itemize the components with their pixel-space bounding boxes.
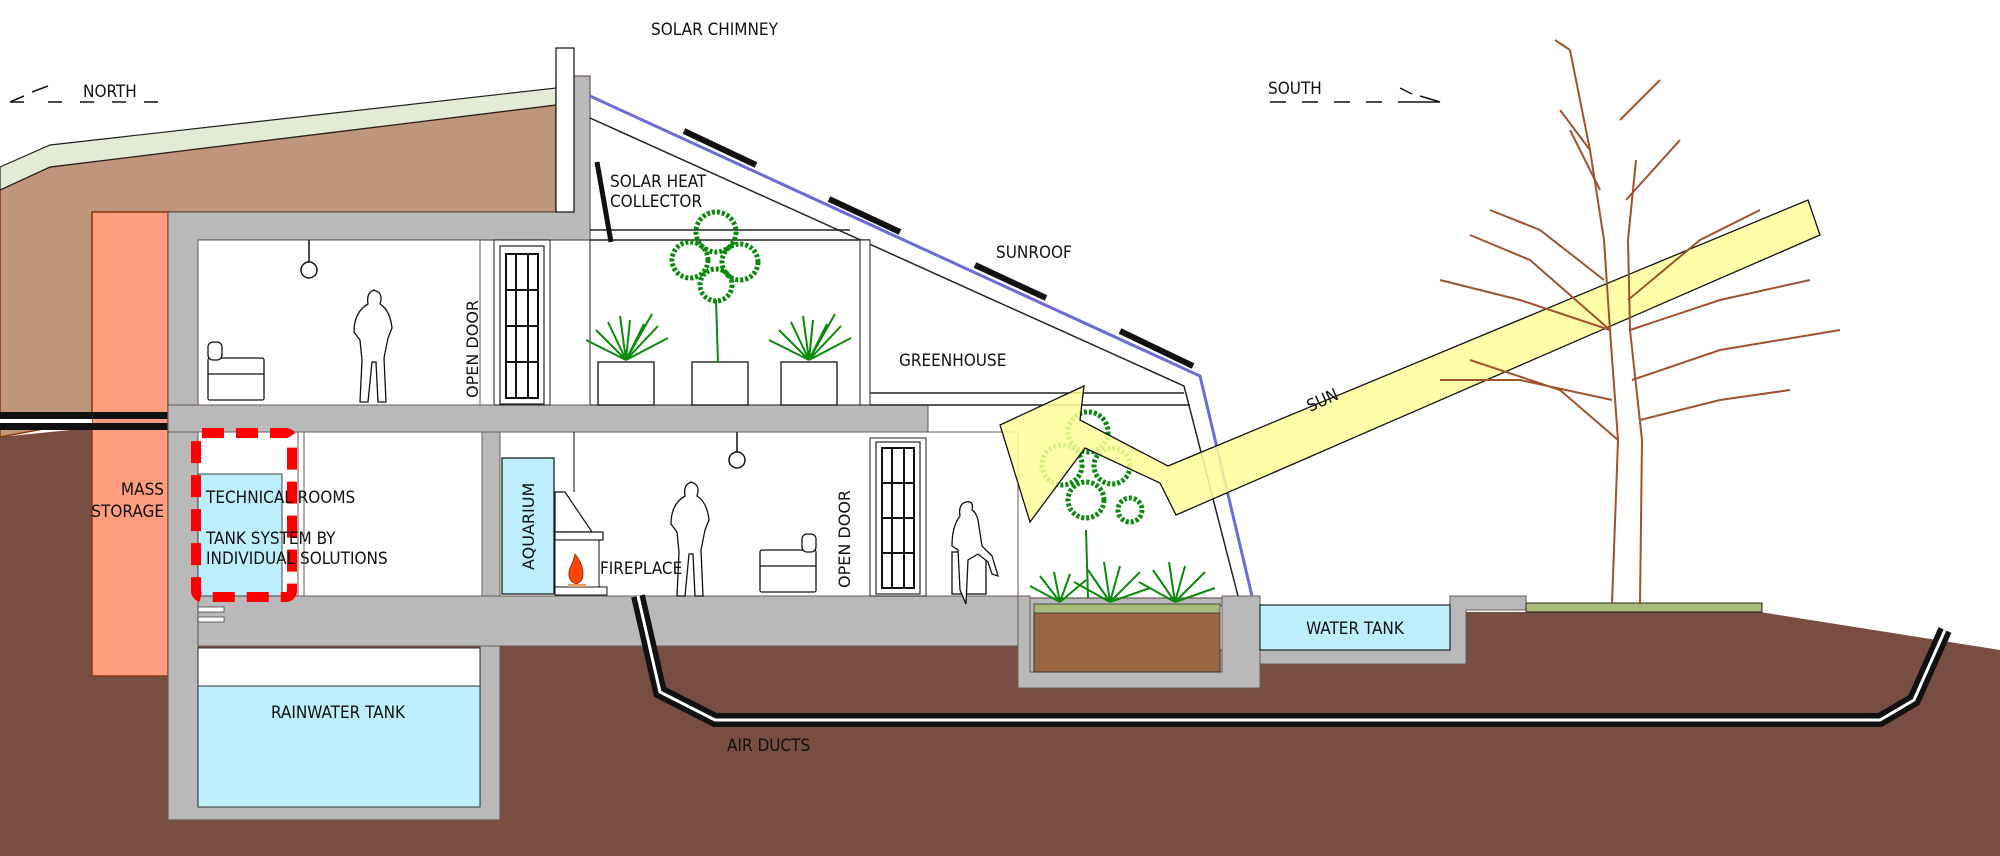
pendant-lamp-lower: [728, 432, 746, 469]
solar-panel: [973, 262, 1048, 301]
technical-tank: [197, 473, 283, 597]
grass-plant: [768, 313, 852, 361]
bare-tree: [1439, 39, 1841, 605]
solar-panel: [682, 128, 758, 168]
step-mark: [197, 616, 225, 623]
rainwater-tank: [197, 685, 481, 808]
solar-panel: [827, 196, 902, 235]
technical-rooms-label: TECHNICAL ROOMS: [205, 488, 355, 508]
north-label: NORTH: [83, 82, 137, 102]
greenhouse-beam: [590, 229, 1190, 406]
person-sitting: [951, 501, 999, 605]
planter-pot: [691, 361, 749, 406]
mass-storage-label: MASS: [121, 480, 164, 500]
mass-storage-wall: [91, 211, 169, 677]
aquarium: [501, 457, 555, 595]
mass-storage-label-2: STORAGE: [91, 502, 164, 522]
planter-concrete: [1017, 595, 1261, 689]
upper-floor-slab: [167, 404, 929, 433]
rainwater-tank-gap: [197, 647, 481, 687]
armchair-lower: [759, 533, 817, 593]
solar-heat-collector-label: SOLAR HEAT: [610, 172, 707, 192]
grass-plant: [1138, 561, 1216, 603]
planter-pot: [780, 361, 838, 406]
grass-plant: [585, 313, 669, 361]
lower-floor-slab: [197, 595, 1021, 647]
grass-plants: [585, 313, 1216, 603]
planter-soil: [1033, 611, 1221, 673]
sunroof-inner: [589, 117, 1239, 597]
water-tank-label: WATER TANK: [1306, 619, 1405, 639]
upper-door: [493, 239, 551, 406]
air-duct-core: [636, 595, 1947, 722]
technical-room-right: [303, 431, 483, 597]
lower-door: [869, 437, 927, 597]
rainwater-tank-label: RAINWATER TANK: [271, 703, 406, 723]
greenhouse-label: GREENHOUSE: [899, 351, 1006, 371]
sunroof-outer: [589, 94, 1254, 597]
grass-plant: [1029, 571, 1087, 603]
south-direction-arrow: [1270, 87, 1441, 103]
person-silhouette-upper: [353, 289, 393, 403]
north-air-duct: [0, 412, 168, 430]
tank-system-label-2: INDIVIDUAL SOLUTIONS: [206, 549, 388, 569]
planter-turf: [1033, 603, 1221, 614]
sun-beam: [999, 199, 1821, 524]
aquarium-label: AQUARIUM: [519, 483, 538, 570]
pendant-lamp-upper: [300, 240, 318, 279]
water-tank: [1259, 604, 1451, 651]
grass-plant: [1073, 561, 1151, 603]
fireplace: [554, 432, 608, 596]
tank-system-label: TANK SYSTEM BY: [205, 529, 336, 549]
armchair-upper: [207, 341, 265, 401]
solar-panel: [1118, 328, 1195, 369]
small-tree-upper: [669, 209, 761, 363]
solar-chimney: [555, 47, 575, 213]
fireplace-label: FIREPLACE: [600, 559, 682, 579]
planter-pots: [597, 361, 838, 406]
fire-flame-icon: [568, 553, 584, 585]
solar-heat-collector-label-2: COLLECTOR: [610, 192, 702, 212]
solar-chimney-label: SOLAR CHIMNEY: [651, 20, 779, 40]
person-silhouette-lower: [670, 481, 710, 597]
internal-wall: [481, 431, 501, 597]
open-door-lower-label: OPEN DOOR: [835, 490, 854, 588]
south-turf: [1525, 602, 1763, 613]
north-direction-arrow: [9, 85, 158, 103]
air-ducts-label: AIR DUCTS: [727, 736, 810, 756]
planter-pot: [597, 361, 655, 406]
south-label: SOUTH: [1268, 79, 1322, 99]
earth-ground-main: [170, 600, 2000, 856]
step-mark: [197, 606, 225, 613]
sunroof-label: SUNROOF: [996, 243, 1072, 263]
greenhouse-post: [859, 239, 871, 406]
solar-panels: [682, 128, 1195, 369]
solar-heat-collector: [594, 161, 614, 243]
open-door-upper-label: OPEN DOOR: [463, 300, 482, 398]
technical-rooms-highlight[interactable]: [191, 428, 297, 602]
